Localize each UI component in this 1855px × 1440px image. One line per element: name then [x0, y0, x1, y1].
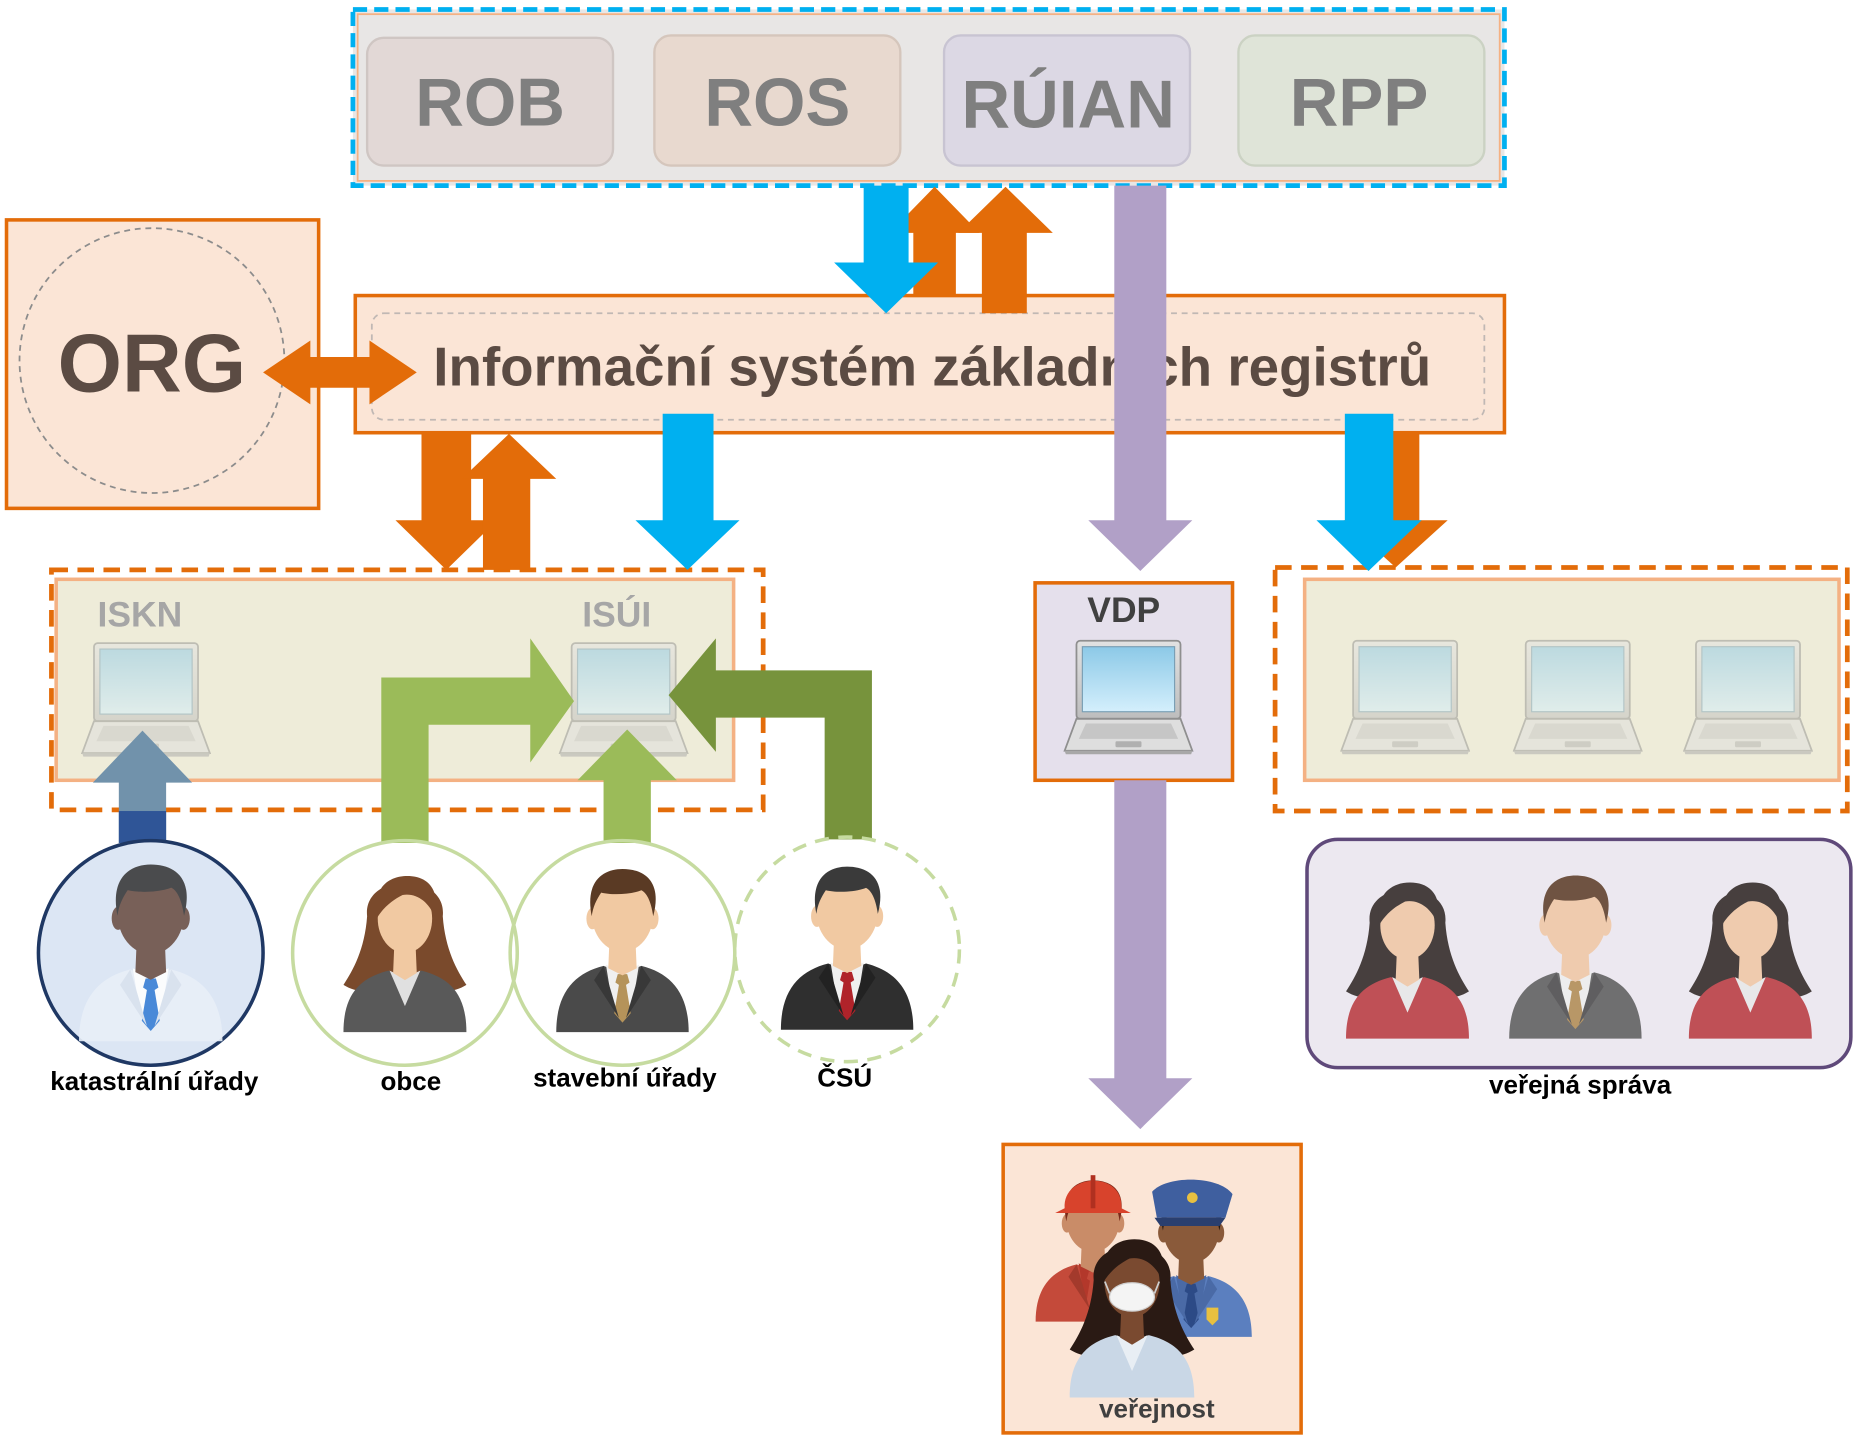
iszr-label: Informační systém základních registrů: [433, 336, 1431, 397]
register-rpp-box: [1237, 34, 1486, 167]
public-administration-label: veřejná správa: [1489, 1070, 1672, 1100]
actor-csu-label: ČSÚ: [817, 1063, 872, 1093]
vdp-label: VDP: [1087, 590, 1160, 630]
register-rob: ROB: [365, 36, 615, 167]
vdp-laptop-icon: [1063, 639, 1194, 756]
register-rob-box: [365, 36, 615, 167]
arrow-iszr-to-registers-1: [889, 186, 980, 296]
register-ros-label: ROS: [704, 65, 850, 140]
register-ruian: RÚIAN: [942, 34, 1192, 167]
org-box: [4, 218, 321, 511]
arrow-ruian-to-vdp: [1088, 185, 1193, 572]
iskn-label: ISKN: [98, 595, 183, 635]
public-administration-block: veřejná správa: [1305, 837, 1853, 1100]
register-ruian-label: RÚIAN: [962, 68, 1175, 143]
arrow-iszr-to-public-admin-blue: [1316, 413, 1422, 572]
register-ros: ROS: [653, 34, 902, 167]
public-block: veřejnost: [1001, 1142, 1303, 1435]
org-label: ORG: [58, 316, 247, 409]
public-admin-laptop-icon-1: [1340, 639, 1470, 756]
arrow-vdp-to-public: [1088, 780, 1193, 1130]
police-cap-brim: [1154, 1217, 1226, 1227]
arrow-iszr-to-agenda-orange: [395, 432, 498, 570]
arrow-agenda-to-iszr-orange: [461, 433, 557, 570]
actor-katastralni-urady: katastrální úřady: [36, 838, 265, 1096]
person-icon: [343, 876, 467, 1033]
actor-csu-circle: [733, 835, 962, 1064]
actor-stavebni-circle: [508, 838, 737, 1067]
police-badge-icon: [1187, 1192, 1198, 1203]
arrow-registers-to-iszr: [834, 185, 939, 314]
register-rpp-label: RPP: [1290, 65, 1429, 140]
register-rob-label: ROB: [415, 65, 565, 140]
arrow-katastralni-to-iskn: [92, 730, 193, 843]
register-rpp: RPP: [1237, 34, 1486, 167]
isui-label: ISÚI: [582, 595, 651, 635]
arrow-csu-to-isui: [668, 638, 872, 840]
arrow-katastralni-head: [92, 730, 193, 843]
arrow-iszr-to-agenda-blue: [635, 413, 740, 570]
actor-katastralni-label: katastrální úřady: [50, 1066, 259, 1096]
person-icon: [780, 866, 914, 1030]
public-admin-systems-group: [1272, 565, 1850, 814]
actor-obce-label: obce: [381, 1066, 442, 1096]
arrow-iszr-to-registers-2: [958, 186, 1053, 314]
base-registers-inner-frame: [356, 13, 1501, 182]
actor-obce: obce: [290, 838, 520, 1096]
actor-obce-circle: [290, 838, 520, 1067]
face-mask-icon: [1108, 1282, 1156, 1312]
public-admin-laptop-icon-3: [1683, 639, 1813, 756]
arrow-obce-to-isui: [381, 638, 575, 843]
iszr-block: Informační systém základních registrů: [353, 293, 1507, 435]
actor-stavebni-urady: stavební úřady: [508, 838, 737, 1093]
register-ros-box: [653, 34, 902, 167]
actor-stavebni-label: stavební úřady: [533, 1063, 717, 1093]
public-admin-systems-dashed-frame: [1272, 565, 1850, 814]
face-mask-straps: [1104, 1281, 1161, 1294]
arrow-katastralni-shaft: [118, 811, 167, 843]
police-shoulder-badge-icon: [1206, 1307, 1219, 1326]
register-ruian-box: [942, 34, 1192, 167]
arrow-org-iszr-bidirectional: [263, 340, 417, 405]
people-group-icon: [1035, 1175, 1252, 1398]
public-label: veřejnost: [1099, 1394, 1215, 1424]
actor-csu: ČSÚ: [733, 835, 962, 1093]
public-admin-laptop-icon-2: [1513, 639, 1643, 756]
org-block: ORG: [4, 218, 321, 511]
base-registers-group: ROB ROS RÚIAN RPP: [350, 7, 1507, 188]
arrow-stavebni-to-isui: [577, 729, 677, 843]
vdp-block: VDP: [1033, 581, 1235, 783]
person-icon: [556, 868, 689, 1033]
